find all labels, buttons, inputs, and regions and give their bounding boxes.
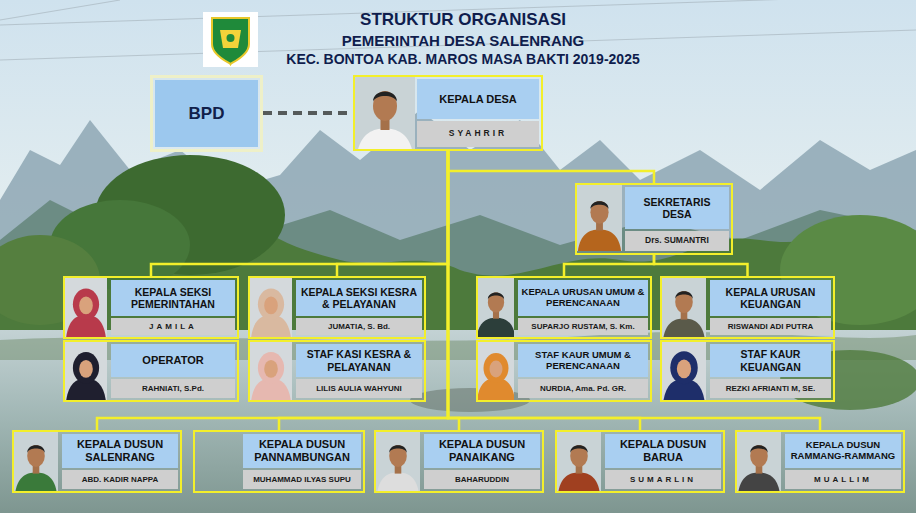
- position-card: STAF KAUR UMUM & PERENCANAAN NURDIA, Ama.…: [476, 340, 652, 402]
- village-logo: [203, 12, 258, 67]
- position-title: STAF KASI KESRA & PELAYANAN: [296, 344, 422, 377]
- position-card: KEPALA URUSAN UMUM & PERENCANAAN SUPARJO …: [476, 276, 652, 339]
- position-title: KEPALA DUSUN PANAIKANG: [424, 434, 540, 468]
- person-name: Drs. SUMANTRI: [625, 231, 729, 251]
- position-title: KEPALA DUSUN PANNAMBUNGAN: [243, 434, 361, 468]
- position-title: SEKRETARIS DESA: [625, 187, 729, 229]
- position-title: KEPALA DUSUN RAMMANG-RAMMANG: [785, 434, 901, 468]
- position-card: STAF KASI KESRA & PELAYANAN LILIS AULIA W…: [248, 340, 426, 402]
- position-title: KEPALA SEKSI KESRA & PELAYANAN: [296, 280, 422, 316]
- person-name: REZKI AFRIANTI M, SE.: [710, 379, 831, 398]
- position-title: KEPALA DUSUN BARUA: [605, 434, 721, 468]
- person-name: RAHNIATI, S.Pd.: [111, 379, 235, 398]
- position-card: KEPALA DUSUN PANAIKANG BAHARUDDIN: [374, 430, 544, 493]
- person-name: NURDIA, Ama. Pd. GR.: [518, 379, 648, 398]
- position-card: KEPALA DUSUN PANNAMBUNGAN MUHAMMAD ILYAS …: [193, 430, 365, 493]
- position-card: KEPALA DUSUN RAMMANG-RAMMANG MUALLIM: [735, 430, 905, 493]
- position-title: KEPALA DUSUN SALENRANG: [62, 434, 178, 468]
- position-title: KEPALA URUSAN KEUANGAN: [710, 280, 831, 316]
- position-title: KEPALA DESA: [417, 79, 539, 119]
- position-title: STAF KAUR UMUM & PERENCANAAN: [518, 344, 648, 377]
- command-line: [448, 151, 459, 430]
- position-card: KEPALA DUSUN SALENRANG ABD. KADIR NAPPA: [12, 430, 182, 493]
- position-card: OPERATOR RAHNIATI, S.Pd.: [63, 340, 239, 402]
- position-card: KEPALA SEKSI PEMERINTAHAN JAMILA: [63, 276, 239, 339]
- chart-subtitle: PEMERINTAH DESA SALENRANG: [243, 32, 683, 49]
- position-card: KEPALA DESASYAHRIR: [353, 75, 543, 151]
- board-box: BPD: [150, 75, 263, 152]
- command-line: [448, 151, 654, 183]
- command-line: [97, 151, 448, 430]
- command-line: [279, 151, 448, 430]
- chart-title: STRUKTUR ORGANISASI: [243, 10, 683, 30]
- position-title: KEPALA URUSAN UMUM & PERENCANAAN: [518, 280, 648, 316]
- dashed-coordination-line: [263, 111, 353, 115]
- position-card: KEPALA URUSAN KEUANGAN RISWANDI ADI PUTRA: [660, 276, 835, 339]
- position-title: KEPALA SEKSI PEMERINTAHAN: [111, 280, 235, 316]
- person-name: JUMATIA, S. Bd.: [296, 318, 422, 335]
- position-title: STAF KAUR KEUANGAN: [710, 344, 831, 377]
- command-line: [564, 255, 654, 276]
- person-name: RISWANDI ADI PUTRA: [710, 318, 831, 335]
- position-card: STAF KAUR KEUANGAN REZKI AFRIANTI M, SE.: [660, 340, 835, 402]
- person-name: MUHAMMAD ILYAS SUPU: [243, 470, 361, 489]
- chart-subtitle: KEC. BONTOA KAB. MAROS MASA BAKTI 2019-2…: [243, 51, 683, 67]
- command-line: [151, 151, 448, 276]
- person-name: LILIS AULIA WAHYUNI: [296, 379, 422, 398]
- position-title: OPERATOR: [111, 344, 235, 377]
- person-name: MUALLIM: [785, 470, 901, 489]
- position-title: BPD: [155, 80, 258, 147]
- person-name: ABD. KADIR NAPPA: [62, 470, 178, 489]
- position-card: KEPALA SEKSI KESRA & PELAYANAN JUMATIA, S…: [248, 276, 426, 339]
- command-line: [654, 255, 748, 276]
- person-name: SYAHRIR: [417, 121, 539, 147]
- person-name: BAHARUDDIN: [424, 470, 540, 489]
- person-name: SUMARLIN: [605, 470, 721, 489]
- person-name: JAMILA: [111, 318, 235, 335]
- position-card: KEPALA DUSUN BARUA SUMARLIN: [555, 430, 725, 493]
- command-line: [337, 151, 448, 276]
- position-card: SEKRETARIS DESADrs. SUMANTRI: [575, 183, 733, 255]
- person-name: SUPARJO RUSTAM, S. Km.: [518, 318, 648, 335]
